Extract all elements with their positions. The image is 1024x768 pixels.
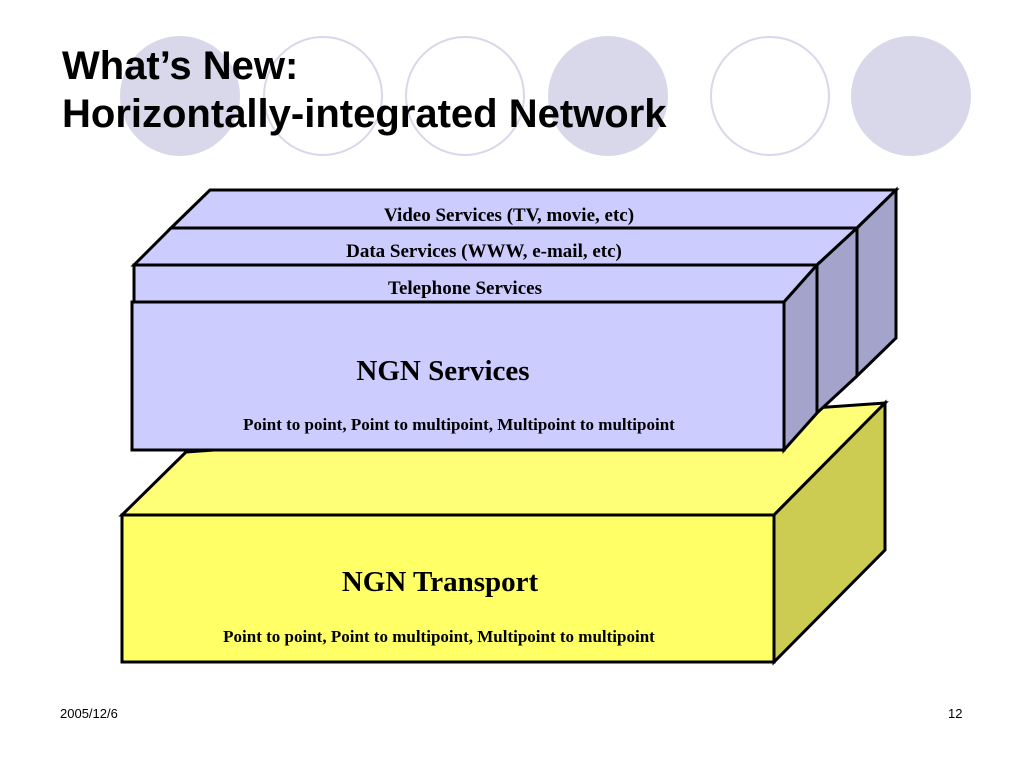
transport-block-front xyxy=(120,513,776,664)
data-services-label: Data Services (WWW, e-mail, etc) xyxy=(346,241,622,262)
title-line-2: Horizontally-integrated Network xyxy=(62,92,667,136)
slide-title: What’s New: Horizontally-integrated Netw… xyxy=(62,42,667,138)
title-line-1: What’s New: xyxy=(62,44,299,88)
ngn-services-subtitle: Point to point, Point to multipoint, Mul… xyxy=(243,415,675,434)
telephone-services-label: Telephone Services xyxy=(388,278,542,299)
page-number: 12 xyxy=(948,706,963,721)
decor-circle xyxy=(120,36,240,156)
services-block-front xyxy=(130,300,786,452)
decor-circle xyxy=(405,36,525,156)
decor-circle xyxy=(851,36,971,156)
decor-circle xyxy=(548,36,668,156)
video-services-label: Video Services (TV, movie, etc) xyxy=(384,205,634,226)
footer-date: 2005/12/6 xyxy=(60,706,118,721)
ngn-transport-subtitle: Point to point, Point to multipoint, Mul… xyxy=(223,627,655,646)
decor-circle xyxy=(710,36,830,156)
decor-circle xyxy=(263,36,383,156)
ngn-transport-title: NGN Transport xyxy=(342,566,539,598)
ngn-services-title: NGN Services xyxy=(356,355,529,387)
